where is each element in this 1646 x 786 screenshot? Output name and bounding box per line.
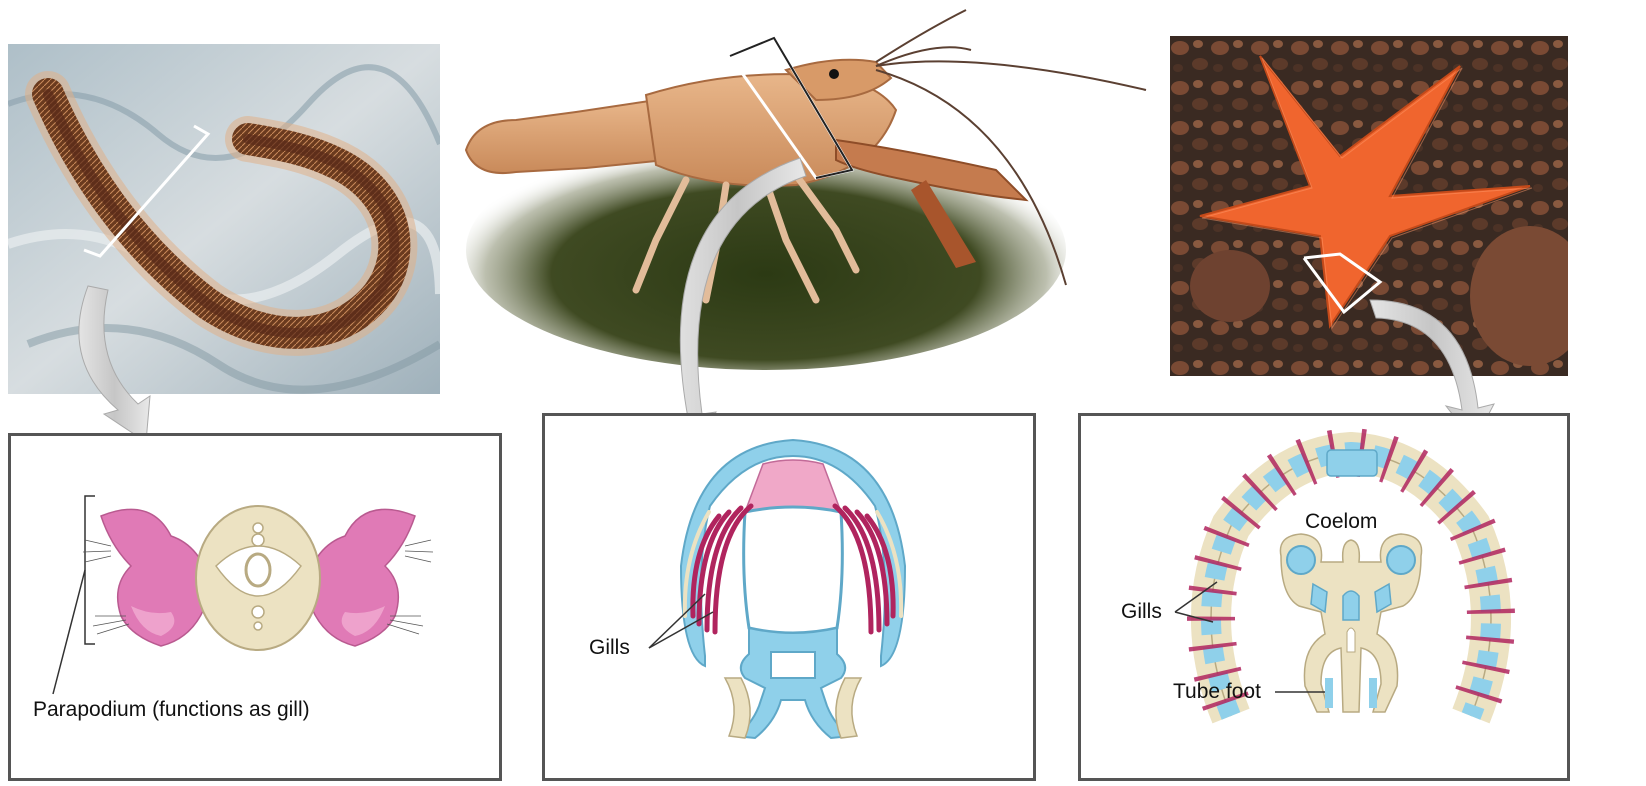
sea-star-gills-label: Gills: [1121, 600, 1162, 624]
crayfish-photo: [456, 0, 1156, 372]
worm-diagram-panel: Parapodium (functions as gill): [8, 433, 502, 781]
crayfish-diagram-panel: Gills: [542, 413, 1036, 781]
sea-star-photo: [1170, 36, 1568, 376]
tube-foot-label: Tube foot: [1173, 680, 1261, 704]
coelom-label: Coelom: [1305, 510, 1377, 534]
parapodium-diagram: [11, 436, 505, 784]
fireworm-photo: [8, 44, 440, 394]
parapodium-label: Parapodium (functions as gill): [33, 698, 310, 722]
crayfish-gill-diagram: [545, 416, 1039, 784]
sea-star-diagram-panel: Coelom Gills Tube foot: [1078, 413, 1570, 781]
crayfish-gills-label: Gills: [589, 636, 630, 660]
